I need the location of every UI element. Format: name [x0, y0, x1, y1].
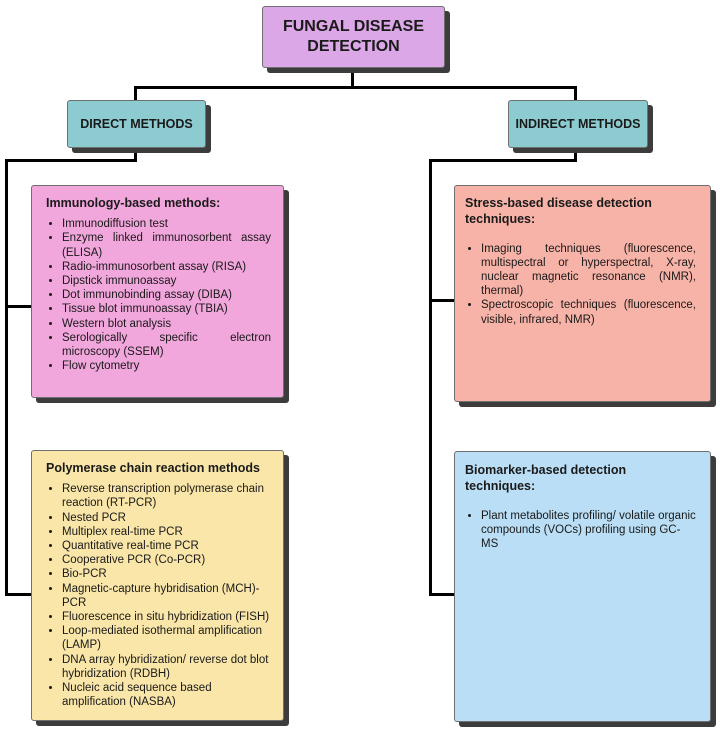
- connector-direct-down: [134, 148, 137, 161]
- biomarker-heading: Biomarker-based detection techniques:: [465, 463, 627, 494]
- list-item: DNA array hybridization/ reverse dot blo…: [62, 653, 273, 681]
- connector-to-direct: [134, 86, 137, 102]
- connector-root-down: [351, 60, 354, 88]
- list-item: Reverse transcription polymerase chain r…: [62, 482, 273, 510]
- list-item: Magnetic-capture hybridisation (MCH)-PCR: [62, 582, 273, 610]
- pcr-heading: Polymerase chain reaction methods: [46, 461, 260, 475]
- list-item: Spectroscopic techniques (fluorescence, …: [481, 298, 696, 326]
- connector-indirect-trunk: [429, 159, 432, 596]
- biomarker-techniques-box: Biomarker-based detection techniques: Pl…: [454, 451, 711, 722]
- connector-direct-trunk: [5, 159, 8, 596]
- root-title: FUNGAL DISEASE DETECTION: [282, 18, 425, 55]
- list-item: Tissue blot immunoassay (TBIA): [62, 302, 271, 316]
- connector-to-pcr: [5, 593, 33, 596]
- list-item: Immunodiffusion test: [62, 217, 271, 231]
- connector-to-stress: [429, 299, 455, 302]
- pcr-methods-box: Polymerase chain reaction methods Revers…: [31, 450, 284, 721]
- immunology-heading: Immunology-based methods:: [46, 196, 221, 210]
- list-item: Radio-immunosorbent assay (RISA): [62, 260, 271, 274]
- immunology-list: Immunodiffusion test Enzyme linked immun…: [46, 217, 271, 373]
- indirect-methods-node: INDIRECT METHODS: [508, 100, 648, 148]
- list-item: Flow cytometry: [62, 359, 271, 373]
- list-item: Quantitative real-time PCR: [62, 539, 273, 553]
- list-item: Western blot analysis: [62, 317, 271, 331]
- connector-direct-horizontal: [5, 159, 137, 162]
- root-node: FUNGAL DISEASE DETECTION: [262, 6, 445, 68]
- stress-list: Imaging techniques (fluorescence, multis…: [465, 242, 696, 327]
- list-item: Dipstick immunoassay: [62, 274, 271, 288]
- list-item: Enzyme linked immunosorbent assay (ELISA…: [62, 231, 271, 259]
- list-item: Nucleic acid sequence based amplificatio…: [62, 681, 273, 709]
- list-item: Imaging techniques (fluorescence, multis…: [481, 242, 696, 299]
- connector-to-biomarker: [429, 593, 455, 596]
- indirect-methods-title: INDIRECT METHODS: [515, 117, 641, 131]
- immunology-methods-box: Immunology-based methods: Immunodiffusio…: [31, 185, 284, 398]
- list-item: Nested PCR: [62, 511, 273, 525]
- pcr-list: Reverse transcription polymerase chain r…: [46, 482, 273, 709]
- connector-root-horizontal: [134, 86, 577, 89]
- list-item: Plant metabolites profiling/ volatile or…: [481, 509, 696, 552]
- list-item: Loop-mediated isothermal amplification (…: [62, 624, 273, 652]
- direct-methods-node: DIRECT METHODS: [67, 100, 206, 148]
- connector-indirect-down: [574, 148, 577, 161]
- list-item: Fluorescence in situ hybridization (FISH…: [62, 610, 273, 624]
- list-item: Serologically specific electron microsco…: [62, 331, 271, 359]
- connector-to-indirect: [574, 86, 577, 102]
- list-item: Cooperative PCR (Co-PCR): [62, 553, 273, 567]
- connector-to-immunology: [5, 305, 33, 308]
- direct-methods-title: DIRECT METHODS: [80, 117, 193, 131]
- connector-indirect-horizontal: [429, 159, 577, 162]
- list-item: Dot immunobinding assay (DIBA): [62, 288, 271, 302]
- list-item: Multiplex real-time PCR: [62, 525, 273, 539]
- biomarker-list: Plant metabolites profiling/ volatile or…: [465, 509, 696, 552]
- stress-techniques-box: Stress-based disease detection technique…: [454, 185, 711, 402]
- list-item: Bio-PCR: [62, 567, 273, 581]
- stress-heading: Stress-based disease detection technique…: [465, 196, 652, 227]
